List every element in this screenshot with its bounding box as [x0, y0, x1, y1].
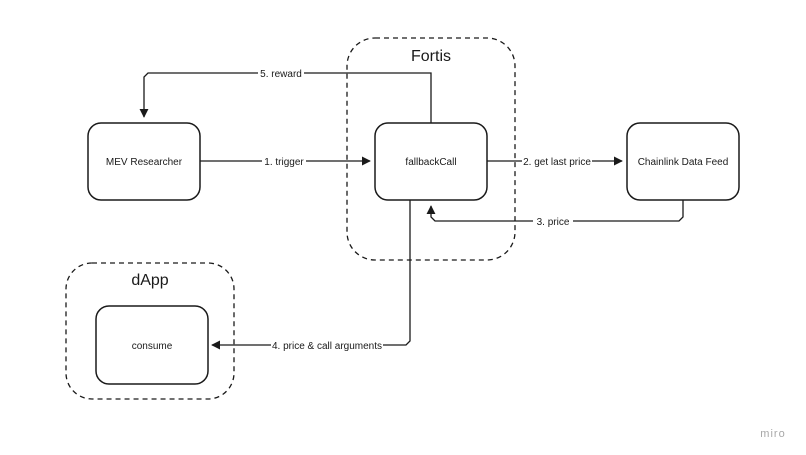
- fortis-group-title: Fortis: [411, 48, 451, 65]
- edge-label-trigger: 1. trigger: [264, 157, 304, 168]
- edge-price: 3. price: [426, 200, 684, 228]
- edge-label-get-last-price: 2. get last price: [523, 157, 591, 168]
- node-fallback-call[interactable]: fallbackCall: [374, 122, 488, 201]
- miro-watermark: miro: [760, 428, 785, 440]
- node-mev-researcher-label: MEV Researcher: [106, 157, 183, 168]
- edge-reward: 5. reward: [139, 66, 432, 123]
- fortis-group: Fortis: [346, 37, 516, 261]
- node-consume-label: consume: [132, 341, 173, 352]
- edge-label-reward: 5. reward: [260, 69, 302, 80]
- node-fallback-call-label: fallbackCall: [405, 157, 456, 168]
- edge-trigger: 1. trigger: [200, 154, 371, 168]
- edge-label-price-call-arguments: 4. price & call arguments: [272, 341, 382, 352]
- node-consume[interactable]: consume: [95, 305, 209, 385]
- node-chainlink-data-feed-label: Chainlink Data Feed: [638, 157, 729, 168]
- edge-get-last-price: 2. get last price: [487, 154, 623, 168]
- edge-label-price: 3. price: [537, 217, 570, 228]
- edge-price-call-arguments: 4. price & call arguments: [211, 200, 411, 352]
- dapp-group-title: dApp: [131, 272, 168, 289]
- node-mev-researcher[interactable]: MEV Researcher: [87, 122, 201, 201]
- node-chainlink-data-feed[interactable]: Chainlink Data Feed: [626, 122, 740, 201]
- dapp-group: dApp: [65, 262, 235, 400]
